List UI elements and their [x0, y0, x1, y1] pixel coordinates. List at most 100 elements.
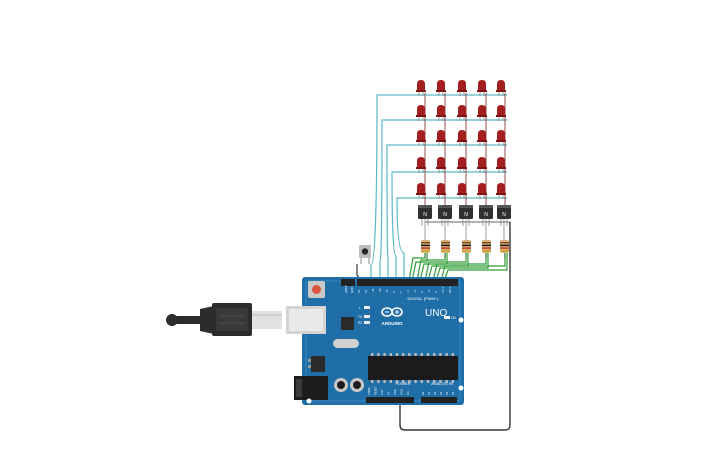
resistor[interactable]	[421, 226, 430, 258]
column-wire	[416, 252, 446, 282]
digital-pin-label: ~6	[406, 289, 410, 293]
led[interactable]	[477, 80, 487, 96]
transistor-label: N	[502, 212, 506, 218]
npn-transistor[interactable]: N	[497, 205, 511, 226]
resistor[interactable]	[482, 226, 491, 258]
arduino-uno-board[interactable]: ARDUINO UNO DIGITAL (PWM~) POWER ANALOG …	[286, 277, 464, 405]
npn-transistor[interactable]: N	[479, 205, 493, 226]
analog-pin-label: A3	[439, 391, 443, 395]
row-wire	[379, 119, 507, 281]
led[interactable]	[457, 157, 467, 173]
digital-pin-label: ~9	[385, 289, 389, 293]
aref-label: AREF	[344, 285, 348, 293]
led[interactable]	[436, 80, 446, 96]
analog-pin-label: A2	[433, 391, 437, 395]
chip-pins	[371, 353, 454, 383]
digital-header[interactable]	[357, 279, 458, 286]
led[interactable]	[496, 130, 506, 146]
l-label: L	[359, 306, 361, 310]
pushbutton[interactable]	[359, 245, 371, 264]
on-label: ON	[451, 316, 456, 320]
wires-layer	[356, 93, 511, 431]
column-wire	[435, 252, 489, 282]
resistor[interactable]	[441, 226, 450, 258]
analog-label: ANALOG IN	[431, 381, 453, 386]
digital-pin-label: ~5	[413, 289, 417, 293]
digital-pin-label: TX 1	[441, 287, 445, 293]
led[interactable]	[477, 130, 487, 146]
digital-pin-label: 7	[399, 291, 403, 293]
led[interactable]	[416, 157, 426, 173]
arduino-logo	[381, 307, 403, 317]
led[interactable]	[477, 183, 487, 199]
resistor[interactable]	[462, 226, 471, 258]
led[interactable]	[436, 183, 446, 199]
led[interactable]	[477, 105, 487, 121]
digital-pin-label: ~11	[371, 288, 375, 293]
analog-pin-label: A5	[451, 391, 455, 395]
button-wire	[356, 264, 361, 280]
ground-wire	[399, 222, 511, 431]
led[interactable]	[496, 105, 506, 121]
npn-transistor[interactable]: N	[438, 205, 452, 226]
led[interactable]	[436, 130, 446, 146]
row-wire	[391, 171, 507, 281]
column-wire	[411, 252, 428, 282]
usb-cable[interactable]	[166, 303, 282, 336]
power-pin-label: Vin	[406, 391, 410, 395]
column-wire	[440, 252, 506, 282]
digital-pin-label: 12	[364, 289, 368, 293]
tx-label: TX	[358, 315, 363, 319]
led[interactable]	[496, 183, 506, 199]
digital-pin-label: RX 0	[448, 286, 452, 293]
transistor-label: N	[464, 212, 468, 218]
led[interactable]	[416, 183, 426, 199]
npn-transistor[interactable]: N	[418, 205, 432, 226]
atmega-chip	[368, 356, 458, 380]
row-wire	[396, 197, 507, 281]
resistor-row	[421, 226, 509, 258]
npn-transistor[interactable]: N	[459, 205, 473, 226]
digital-pin-label: ~10	[378, 288, 382, 293]
power-pin-label: 3.3V	[380, 389, 384, 395]
column-wire	[432, 252, 487, 282]
led[interactable]	[436, 157, 446, 173]
transistor-label: N	[484, 212, 488, 218]
led[interactable]	[457, 130, 467, 146]
column-wire	[419, 252, 448, 282]
row-wire	[370, 94, 507, 281]
led[interactable]	[496, 80, 506, 96]
rx-label: RX	[358, 321, 363, 325]
digital-header-label: DIGITAL (PWM~)	[408, 296, 440, 301]
digital-pin-label: 4	[420, 291, 424, 293]
column-wire	[443, 252, 508, 282]
led[interactable]	[496, 157, 506, 173]
transistor-label: N	[423, 212, 427, 218]
power-header[interactable]	[366, 397, 414, 403]
led[interactable]	[457, 105, 467, 121]
column-wire	[424, 252, 467, 282]
led[interactable]	[436, 105, 446, 121]
led[interactable]	[457, 183, 467, 199]
led[interactable]	[457, 80, 467, 96]
power-pin-label: 5V	[387, 392, 391, 395]
analog-pin-label: A4	[445, 391, 449, 395]
resistor[interactable]	[500, 226, 509, 258]
digital-pin-label: 8	[392, 291, 396, 293]
led[interactable]	[477, 157, 487, 173]
column-wire	[408, 252, 426, 282]
analog-header[interactable]	[421, 397, 457, 403]
digital-pin-label: 2	[434, 291, 438, 293]
power-pin-label: GND	[393, 389, 397, 395]
led-matrix	[416, 80, 506, 199]
led[interactable]	[416, 105, 426, 121]
digital-pin-label: 13	[357, 289, 361, 293]
power-pin-label: IOREF	[367, 387, 371, 395]
led[interactable]	[416, 130, 426, 146]
led[interactable]	[416, 80, 426, 96]
